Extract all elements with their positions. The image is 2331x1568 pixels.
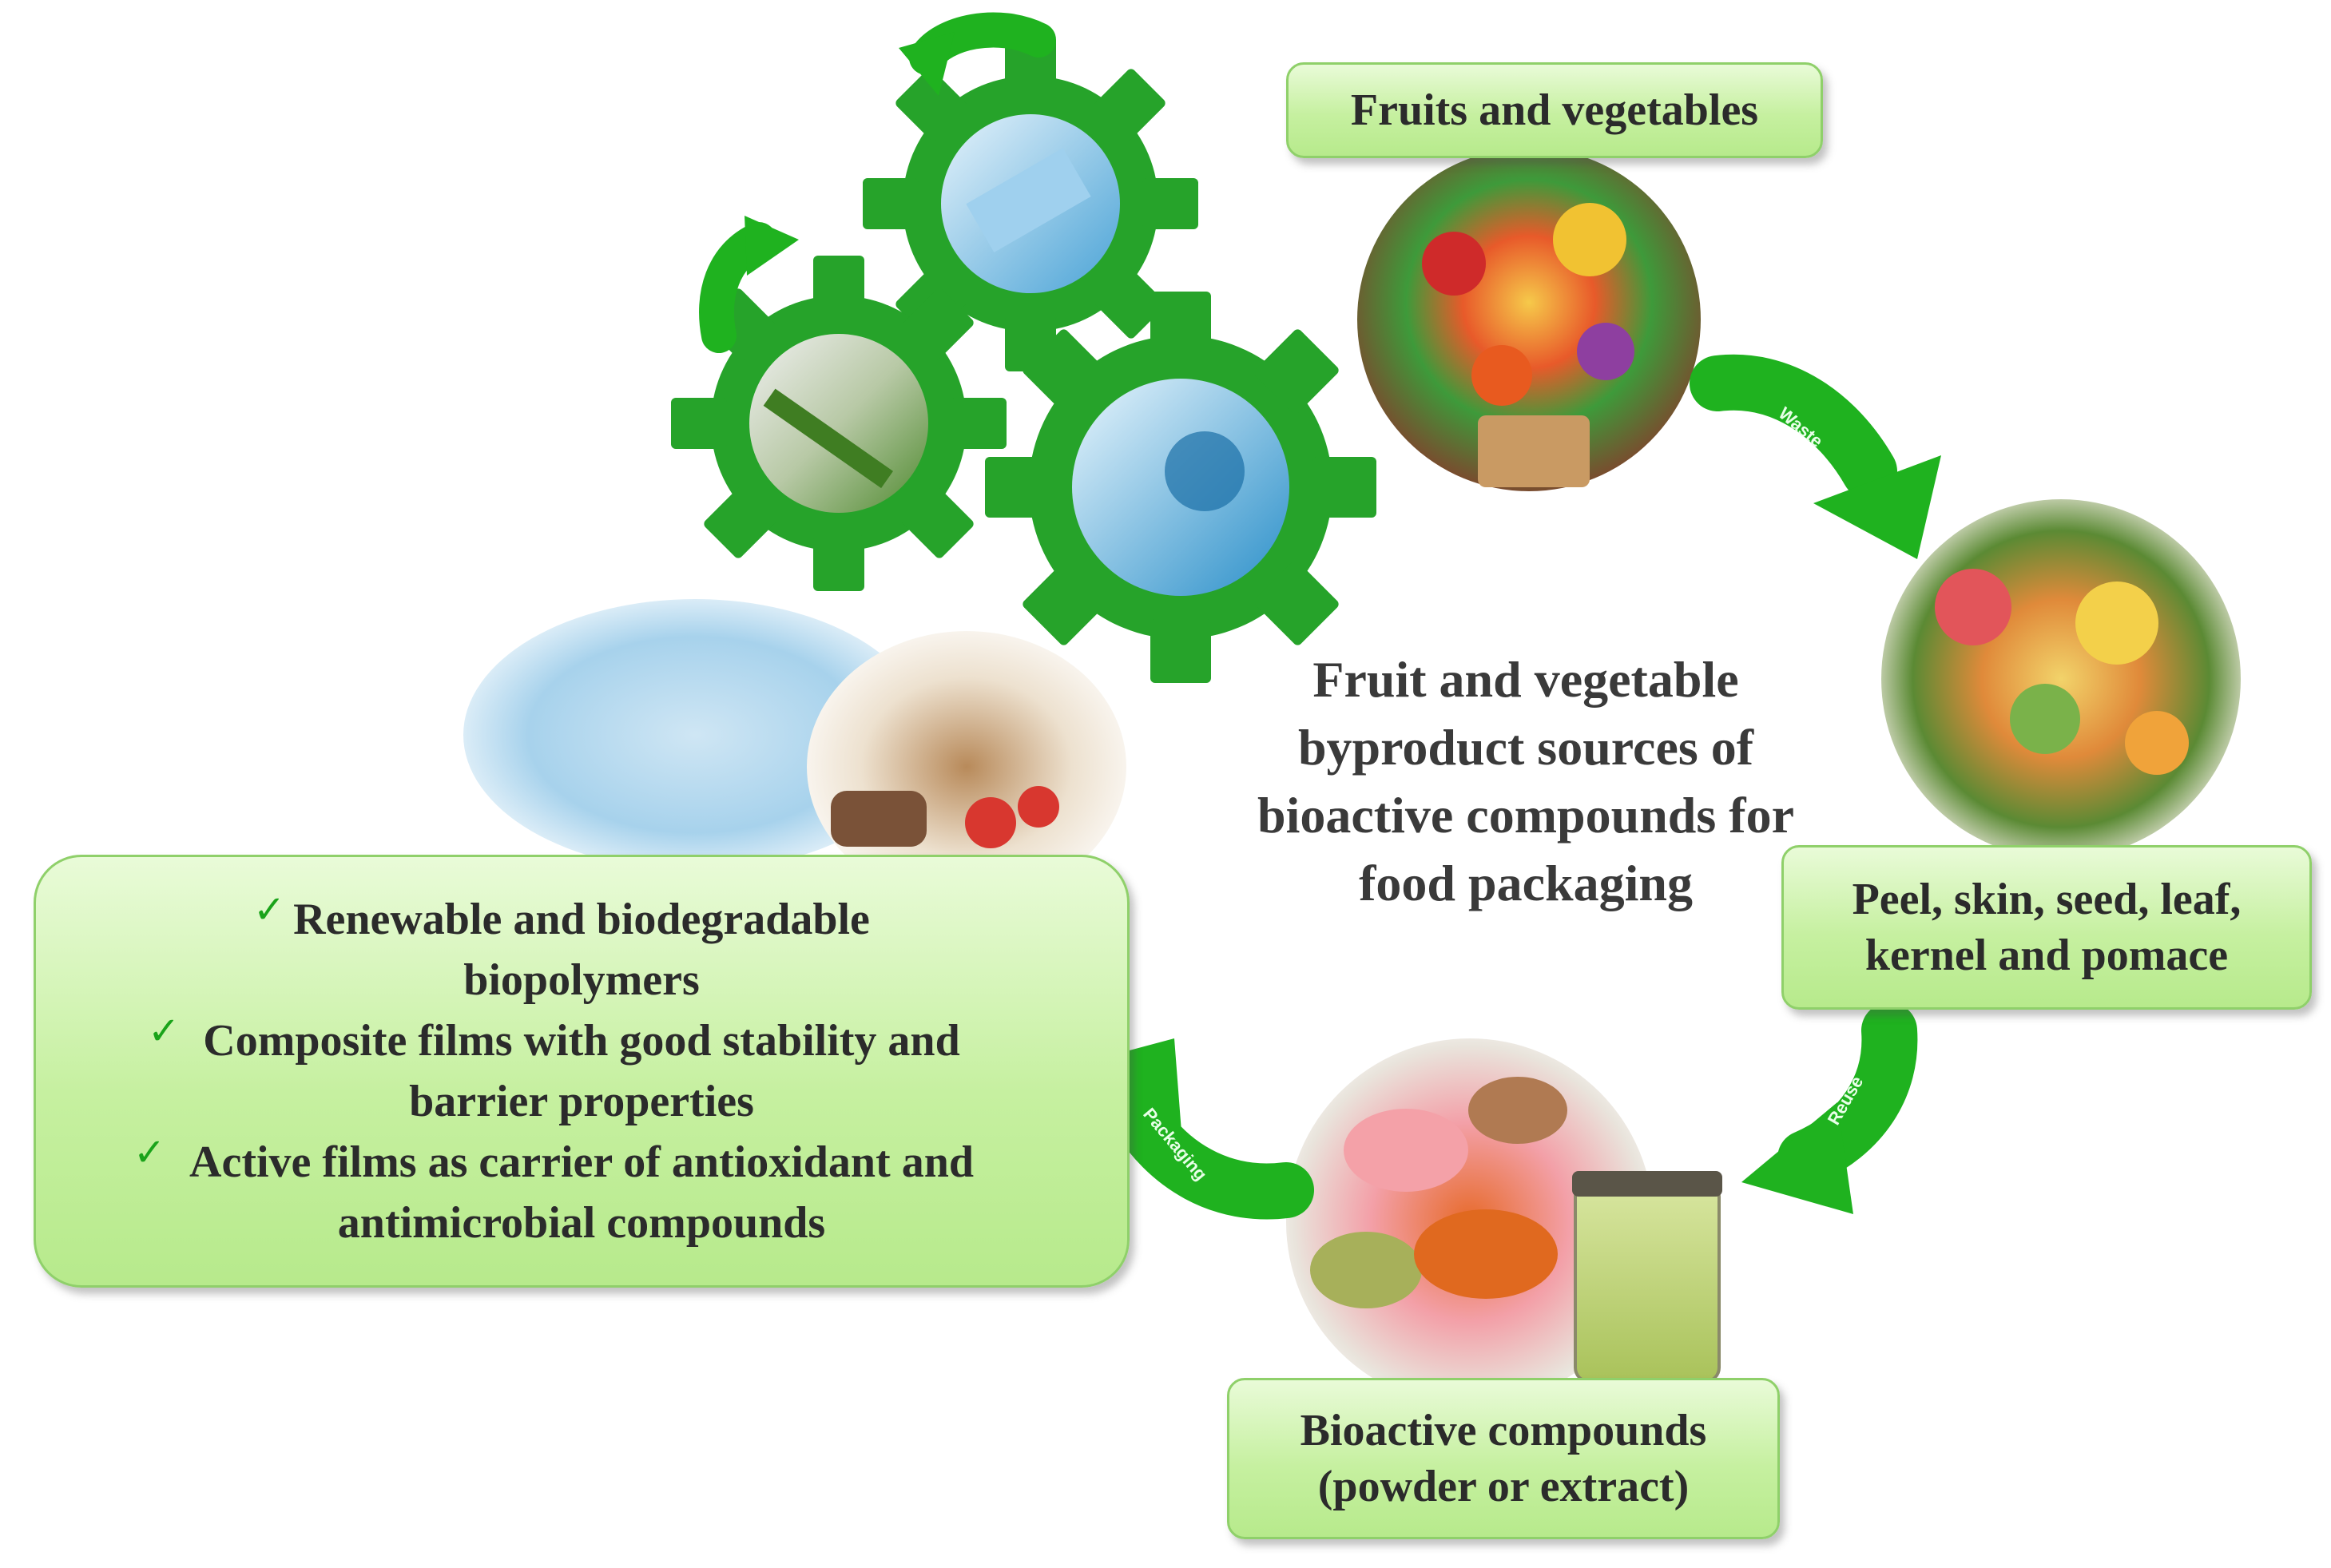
arrow-reuse: Reuse — [1741, 1002, 1918, 1214]
fruits-vegetables-photo — [1357, 148, 1701, 491]
rotation-arrow-left — [699, 216, 799, 353]
powder-extract-photo — [1286, 1038, 1722, 1406]
check-icon: ✓ — [133, 1130, 166, 1176]
node-fruits-line-1: Fruits and vegetables — [1350, 85, 1759, 135]
arrow-waste: Waste — [1690, 354, 1941, 559]
check-icon: ✓ — [253, 887, 286, 932]
node-bioactive-compounds: Bioactive compounds (powder or extract) — [1227, 1378, 1780, 1539]
benefit-item: ✓ Renewable and biodegradable biopolymer… — [68, 887, 1095, 1010]
benefit-line: Composite films with good stability and — [203, 1015, 960, 1066]
benefits-box: ✓ Renewable and biodegradable biopolymer… — [34, 855, 1130, 1288]
rotation-arrow-top — [899, 12, 1056, 96]
node-byproducts-line-2: kernel and pomace — [1864, 931, 2229, 980]
center-title-line: bioactive compounds for — [1257, 787, 1794, 844]
center-title: Fruit and vegetable byproduct sources of… — [1182, 645, 1869, 917]
packaging-photo — [463, 599, 1126, 903]
node-fruits-vegetables: Fruits and vegetables — [1286, 62, 1823, 158]
benefit-line: barrier properties — [409, 1077, 754, 1126]
peel-skin-photo — [1881, 499, 2241, 859]
benefit-line: Renewable and biodegradable — [293, 894, 870, 944]
node-byproducts-line-1: Peel, skin, seed, leaf, — [1852, 875, 2242, 924]
check-icon: ✓ — [148, 1008, 181, 1054]
benefit-item: ✓ Composite films with good stability an… — [68, 1008, 1095, 1132]
gear-left-processing-line — [671, 256, 1007, 591]
center-title-line: food packaging — [1359, 855, 1693, 912]
node-bioactive-line-1: Bioactive compounds — [1300, 1406, 1707, 1455]
center-title-line: Fruit and vegetable — [1312, 651, 1739, 708]
node-bioactive-line-2: (powder or extract) — [1317, 1462, 1690, 1511]
gear-right-laboratory — [985, 292, 1376, 683]
benefit-line: biopolymers — [463, 955, 700, 1005]
node-byproducts: Peel, skin, seed, leaf, kernel and pomac… — [1781, 845, 2312, 1010]
benefit-line: Active films as carrier of antioxidant a… — [189, 1137, 974, 1188]
benefit-line: antimicrobial compounds — [337, 1198, 826, 1248]
benefit-item: ✓ Active films as carrier of antioxidant… — [68, 1130, 1095, 1253]
center-title-line: byproduct sources of — [1297, 719, 1754, 776]
